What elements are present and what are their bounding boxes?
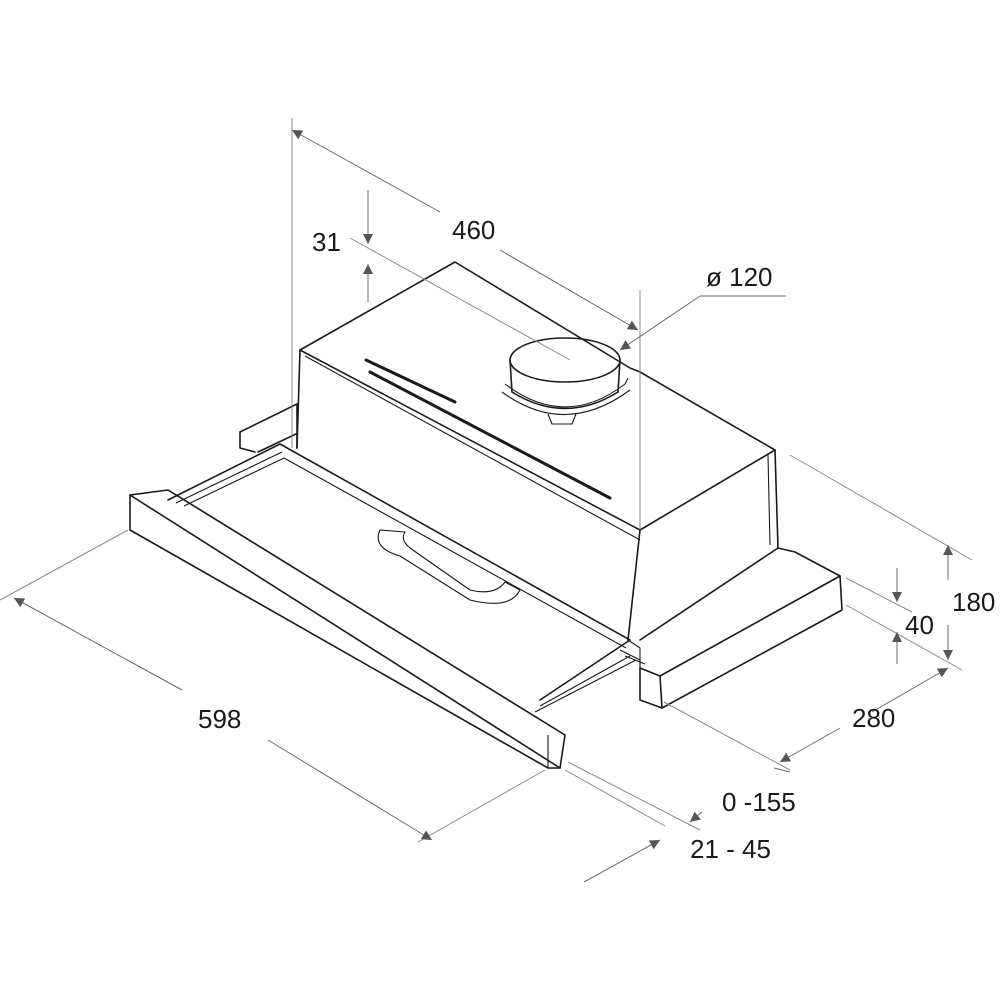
dim-21-45 bbox=[564, 769, 666, 883]
label-duct-offset: 31 bbox=[312, 227, 341, 257]
duct-collar bbox=[501, 337, 631, 425]
dim-0-155 bbox=[567, 761, 791, 831]
hood-body bbox=[296, 261, 779, 641]
label-height: 180 bbox=[952, 587, 995, 617]
side-frame bbox=[619, 547, 843, 709]
dim-180 bbox=[789, 454, 973, 671]
label-width: 598 bbox=[198, 704, 241, 734]
dim-460 bbox=[291, 118, 641, 530]
label-extension: 0 -155 bbox=[722, 787, 796, 817]
label-duct-diameter: ø 120 bbox=[706, 262, 773, 292]
dim-598 bbox=[0, 529, 546, 843]
label-panel-thickness: 21 - 45 bbox=[690, 834, 771, 864]
label-body-depth: 280 bbox=[852, 703, 895, 733]
label-depth: 460 bbox=[452, 215, 495, 245]
dim-280 bbox=[663, 667, 949, 771]
dim-31 bbox=[349, 190, 571, 361]
label-front-panel-height: 40 bbox=[905, 610, 934, 640]
dim-diameter bbox=[619, 295, 786, 351]
sliding-tray bbox=[129, 403, 637, 769]
dim-40 bbox=[845, 568, 913, 664]
